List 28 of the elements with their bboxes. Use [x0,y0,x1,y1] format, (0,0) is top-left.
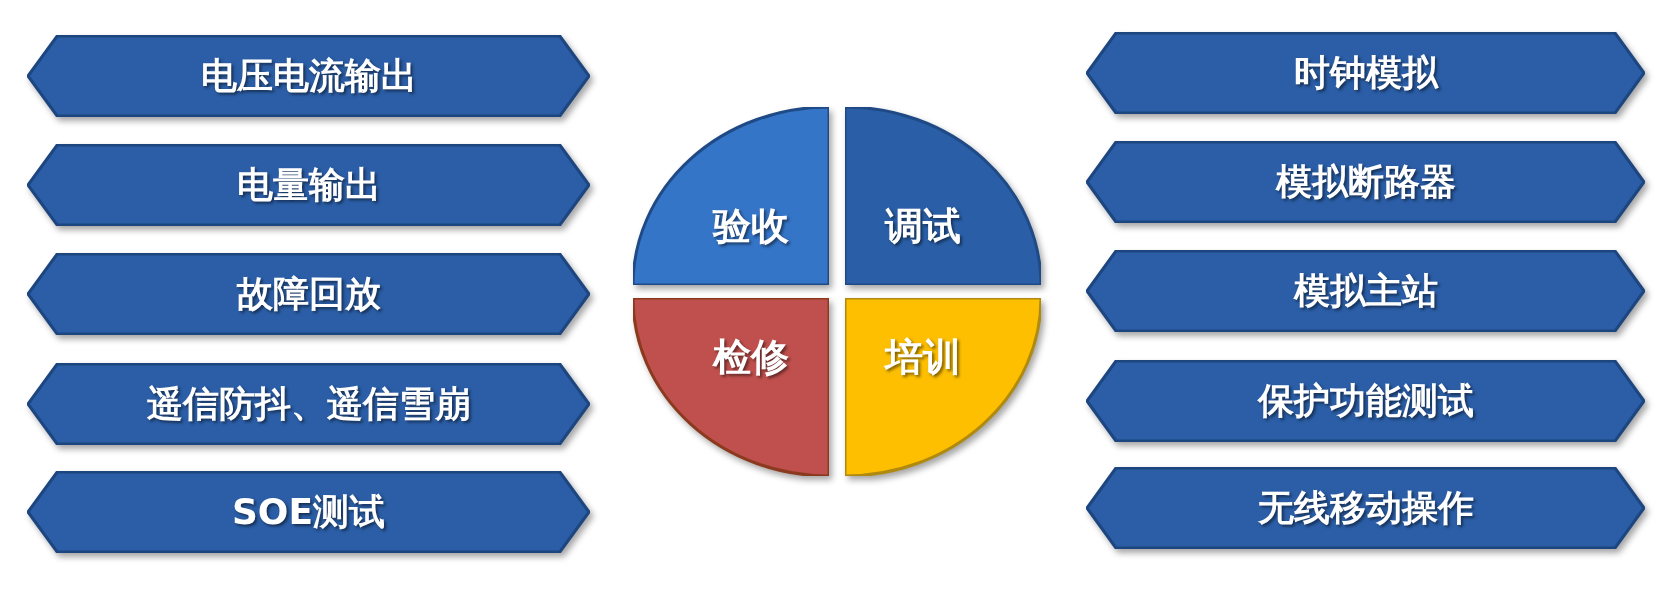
banner-label: 模拟断路器 [1275,159,1456,204]
hexagon-banner [1086,467,1645,549]
hexagon-banner [1086,32,1645,114]
banner-label: 模拟主站 [1293,268,1438,313]
quadrant-label: 验收 [713,202,789,250]
banner-label: 遥信防抖、遥信雪崩 [146,381,471,426]
hexagon-banner [27,363,590,445]
hexagon-banner [1086,141,1645,223]
pie-quadrant [633,107,829,285]
banner-label: 无线移动操作 [1257,485,1474,530]
banner-label: 故障回放 [236,271,381,316]
hexagon-banner [27,35,590,117]
banner-label: 时钟模拟 [1293,50,1438,95]
pie-quadrant [845,298,1041,476]
banner-label: 电压电流输出 [200,53,417,98]
hexagon-banner [27,253,590,335]
pie-quadrant [845,107,1041,285]
quadrant-label: 调试 [885,202,961,250]
banner-label: 保护功能测试 [1257,378,1474,423]
banner-label: SOE测试 [231,489,386,534]
hexagon-banner [1086,250,1645,332]
pie-quadrant [633,298,829,476]
hexagon-banner [27,471,590,553]
quadrant-label: 培训 [885,333,961,381]
hexagon-banner [1086,360,1645,442]
hexagon-banner [27,144,590,226]
banner-label: 电量输出 [236,162,381,207]
quadrant-label: 检修 [713,333,789,381]
